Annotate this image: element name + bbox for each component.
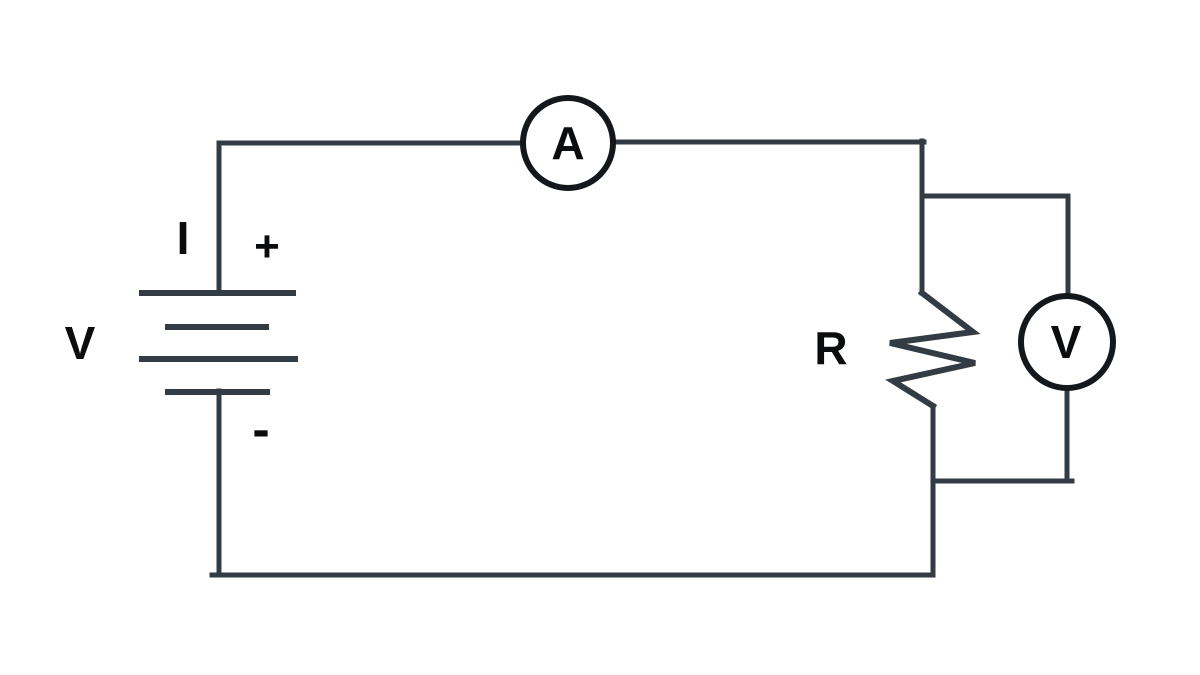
battery-symbol [139, 290, 298, 395]
ammeter-label: A [551, 117, 584, 169]
ammeter-symbol: A [520, 95, 616, 191]
battery-voltage-label: V [65, 317, 96, 369]
voltmeter-circle [1018, 293, 1116, 391]
voltmeter-label: V [1051, 316, 1082, 368]
resistor-label: R [814, 322, 847, 374]
wires [209, 138, 1075, 578]
battery-positive-label: + [254, 222, 280, 271]
battery-negative-label: - [252, 401, 269, 459]
ammeter-circle [520, 95, 616, 191]
voltmeter-symbol: V [1018, 293, 1116, 391]
voltmeter-branch-top [919, 193, 1071, 299]
resistor-symbol [885, 288, 981, 411]
current-label: I [177, 212, 190, 264]
